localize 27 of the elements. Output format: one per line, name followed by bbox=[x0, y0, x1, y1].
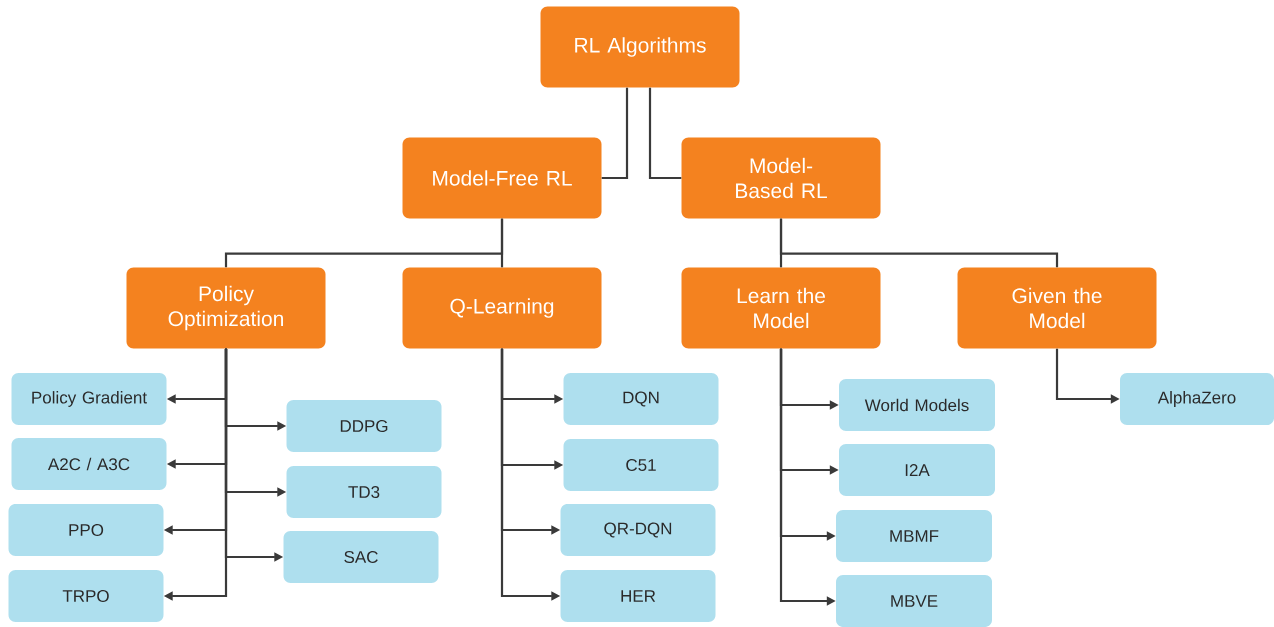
category-box: Learn the Model bbox=[681, 267, 881, 349]
algorithm-box: MBVE bbox=[836, 575, 992, 627]
algorithm-box: MBMF bbox=[836, 510, 992, 562]
root-box: RL Algorithms bbox=[540, 6, 740, 88]
connector bbox=[779, 218, 1059, 268]
category-box: Model-Free RL bbox=[402, 137, 602, 219]
category-box: Given the Model bbox=[957, 267, 1157, 349]
algorithm-box: I2A bbox=[839, 444, 995, 496]
algorithm-box: A2C / A3C bbox=[11, 438, 167, 490]
category-box: Model-Based RL bbox=[681, 137, 881, 219]
category-box: Q-Learning bbox=[402, 267, 602, 349]
algorithm-box: AlphaZero bbox=[1120, 373, 1274, 425]
algorithm-box: TD3 bbox=[286, 466, 442, 518]
algorithm-box: HER bbox=[560, 570, 716, 622]
algorithm-box: DDPG bbox=[286, 400, 442, 452]
algorithm-box: TRPO bbox=[8, 570, 164, 622]
algorithm-box: Policy Gradient bbox=[11, 373, 167, 425]
algorithm-box: C51 bbox=[563, 439, 719, 491]
category-box: Policy Optimization bbox=[126, 267, 326, 349]
connector bbox=[601, 87, 629, 180]
connector bbox=[648, 87, 682, 180]
algorithm-box: SAC bbox=[283, 531, 439, 583]
algorithm-box: DQN bbox=[563, 373, 719, 425]
algorithm-box: PPO bbox=[8, 504, 164, 556]
connector bbox=[500, 218, 504, 268]
algorithm-box: QR-DQN bbox=[560, 504, 716, 556]
algorithm-box: World Models bbox=[839, 379, 995, 431]
